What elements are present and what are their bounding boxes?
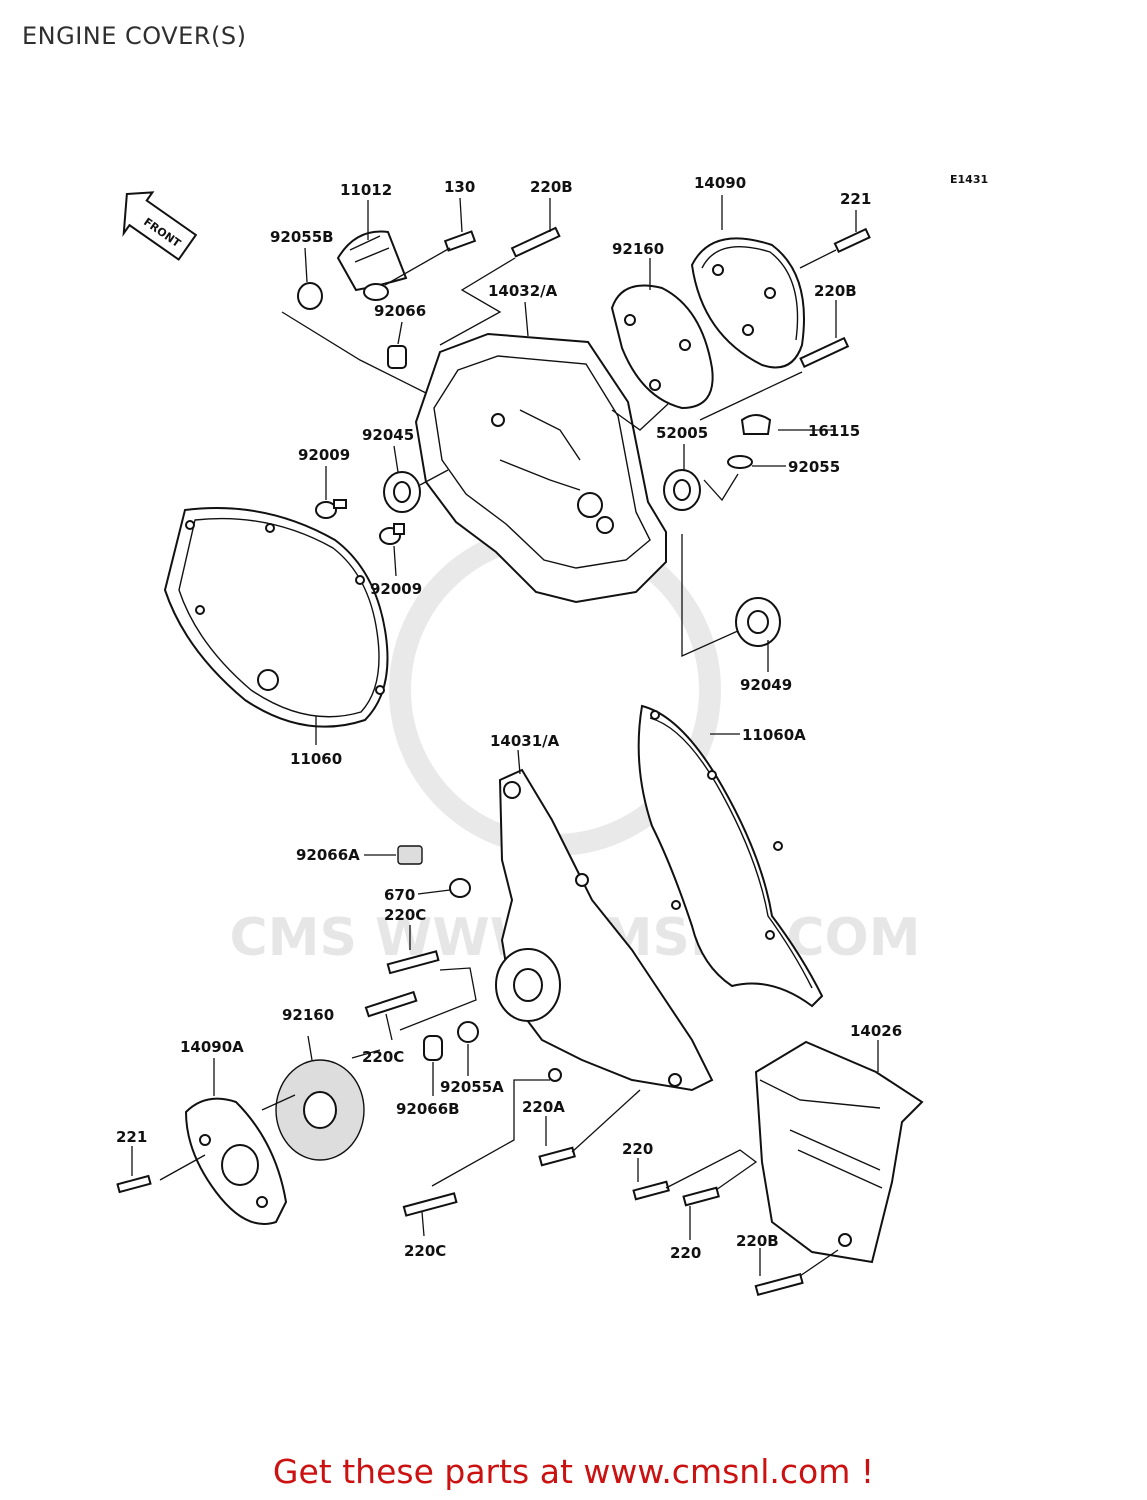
part-14026-sprocket-cover	[754, 1040, 924, 1264]
label-220A: 220A	[522, 1098, 565, 1116]
label-221-bottom: 221	[116, 1128, 147, 1146]
part-220C-bolt-c	[402, 1192, 458, 1217]
part-221-top-screw	[833, 227, 871, 254]
part-220C-bolt-a	[386, 950, 440, 975]
part-220C-bolt-b	[364, 990, 418, 1018]
front-arrow-icon: FRONT	[122, 191, 198, 261]
label-14026: 14026	[850, 1022, 902, 1040]
part-14090A-cover	[184, 1097, 288, 1225]
part-labels: E1431 11012 130 220B 14090 221 92055B 92…	[116, 173, 988, 1262]
part-92066B-cap	[423, 1035, 443, 1061]
part-92009-b	[379, 523, 405, 545]
part-92055B-oring	[297, 282, 323, 310]
part-92066A-cap	[397, 845, 423, 865]
part-16115-plug	[740, 414, 772, 435]
label-52005: 52005	[656, 424, 708, 442]
engine-cover-diagram: CMS WWW.CMSNL.COM FRONT	[116, 173, 988, 1297]
part-52005-bearing	[663, 469, 701, 511]
part-14032A-cover	[414, 332, 667, 604]
label-11060: 11060	[290, 750, 342, 768]
label-14090A: 14090A	[180, 1038, 244, 1056]
part-14031A-cover	[495, 768, 714, 1092]
part-221-bottom-screw	[116, 1174, 152, 1194]
diagram-code: E1431	[950, 173, 988, 186]
label-92160-top: 92160	[612, 240, 664, 258]
label-11012: 11012	[340, 181, 392, 199]
label-92066B: 92066B	[396, 1100, 460, 1118]
part-92160-bottom-plate	[275, 1059, 365, 1161]
page-title: ENGINE COVER(S)	[22, 22, 247, 50]
label-92009-b: 92009	[370, 580, 422, 598]
part-220-bolt-b	[682, 1186, 720, 1207]
part-670-oring	[449, 878, 471, 898]
label-92055B: 92055B	[270, 228, 334, 246]
label-220-a: 220	[622, 1140, 653, 1158]
label-14032A: 14032/A	[488, 282, 558, 300]
label-220B-top: 220B	[530, 178, 573, 196]
part-220A-bolt	[538, 1146, 576, 1167]
label-92045: 92045	[362, 426, 414, 444]
part-130-bolt	[443, 230, 477, 252]
label-14090: 14090	[694, 174, 746, 192]
label-92055A: 92055A	[440, 1078, 504, 1096]
part-11060A-gasket	[637, 704, 824, 1008]
call-to-action-link[interactable]: Get these parts at www.cmsnl.com !	[272, 1452, 875, 1491]
part-92045-bearing	[383, 471, 421, 513]
label-670: 670	[384, 886, 415, 904]
label-16115: 16115	[808, 422, 860, 440]
label-92009-a: 92009	[298, 446, 350, 464]
label-14031A: 14031/A	[490, 732, 560, 750]
label-220B-right: 220B	[814, 282, 857, 300]
label-220C-c: 220C	[404, 1242, 446, 1260]
label-92066A: 92066A	[296, 846, 360, 864]
part-220-bolt-a	[632, 1180, 670, 1201]
part-92066-dowel	[387, 345, 407, 369]
part-92160-top-plate	[610, 284, 714, 410]
part-220B-right-bolt	[799, 336, 850, 369]
part-92055A-oring	[457, 1021, 479, 1043]
part-92009-a	[315, 499, 347, 519]
label-11060A: 11060A	[742, 726, 806, 744]
part-14090-cover	[690, 237, 805, 369]
label-220B-bottom: 220B	[736, 1232, 779, 1250]
label-92049: 92049	[740, 676, 792, 694]
label-221-top: 221	[840, 190, 871, 208]
part-92055-oring	[727, 455, 753, 469]
part-220B-top-bolt	[510, 226, 561, 258]
label-220C-b: 220C	[362, 1048, 404, 1066]
label-92066: 92066	[374, 302, 426, 320]
label-130: 130	[444, 178, 475, 196]
part-92049-seal	[735, 597, 781, 647]
part-11012	[336, 230, 408, 301]
part-220B-bottom-bolt	[754, 1272, 804, 1297]
label-92055: 92055	[788, 458, 840, 476]
label-220C-a: 220C	[384, 906, 426, 924]
label-92160-bottom: 92160	[282, 1006, 334, 1024]
part-11060-gasket	[163, 507, 389, 728]
label-220-b: 220	[670, 1244, 701, 1262]
